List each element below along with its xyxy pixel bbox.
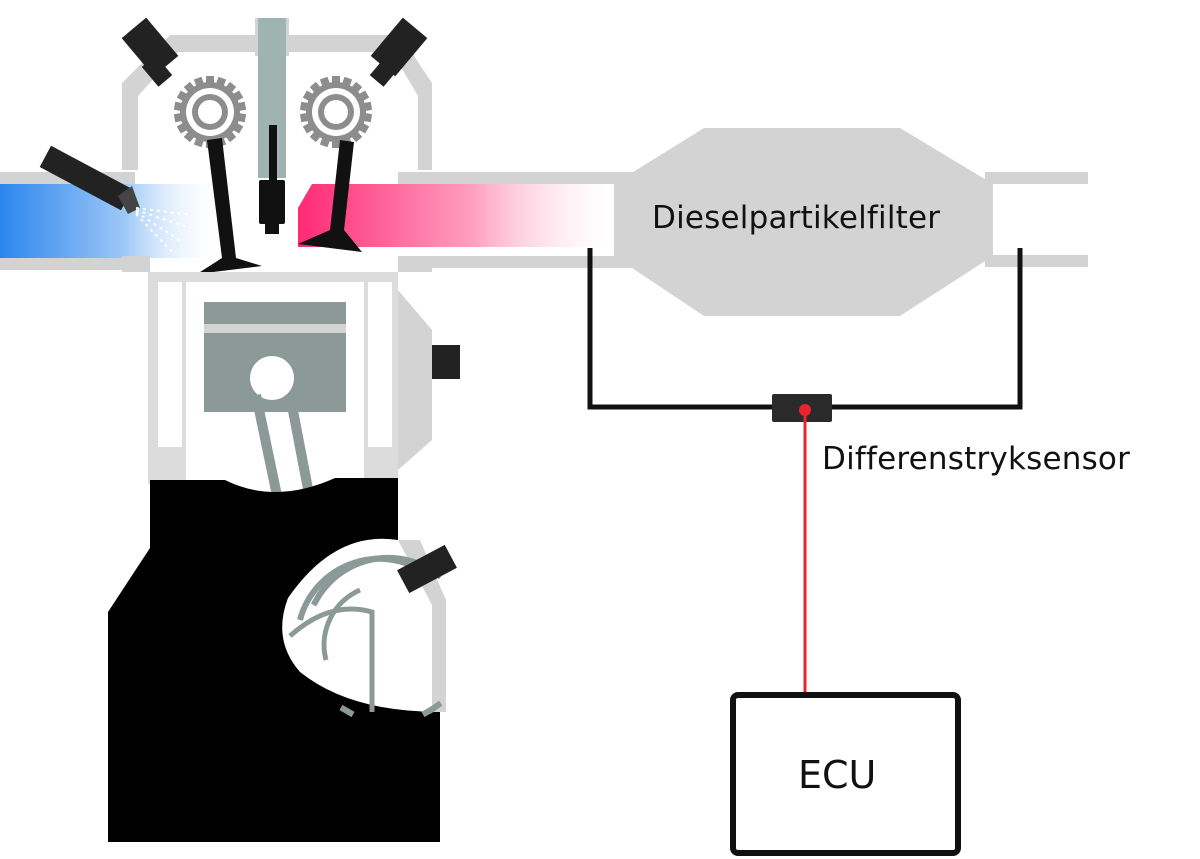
- exhaust-pipe: [298, 172, 1088, 268]
- sensor-icon: [369, 17, 428, 87]
- camshaft-gear-right: [299, 76, 373, 148]
- gear-icon: [173, 76, 247, 148]
- pressure-hoses: [587, 248, 1023, 410]
- exhaust-gasflow: [298, 184, 615, 247]
- filter-label: Dieselpartikelfilter: [652, 200, 941, 236]
- sensor-label: Differenstryksensor: [822, 441, 1131, 477]
- injector-icon: [39, 145, 193, 253]
- diesel-particulate-filter: [614, 128, 993, 316]
- sensor-icon: [397, 544, 457, 594]
- ecu-box: [730, 692, 961, 856]
- glow-plug-icon: [259, 125, 285, 234]
- crank-housing: [398, 540, 446, 712]
- camshaft-gear-left: [173, 76, 247, 148]
- piston: [204, 302, 346, 412]
- gear-icon: [299, 76, 373, 148]
- exhaust-valve: [298, 140, 362, 252]
- fuel-spray: [135, 207, 193, 253]
- differential-pressure-sensor: [772, 394, 832, 422]
- sensor-icon: [432, 345, 460, 379]
- sensor-icon: [121, 17, 179, 87]
- intake-valve: [197, 138, 262, 274]
- ecu-label: ECU: [798, 753, 877, 797]
